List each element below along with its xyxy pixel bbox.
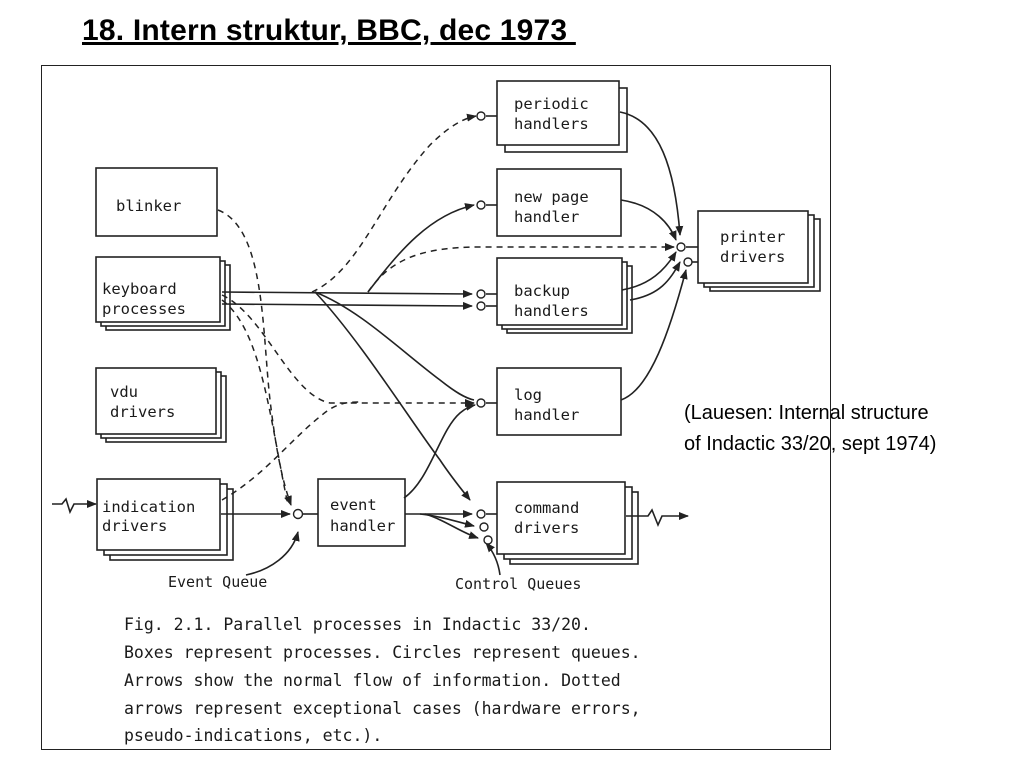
box-event-handler: event handler xyxy=(317,478,406,547)
label-event-queue: Event Queue xyxy=(168,573,267,591)
svg-text:drivers: drivers xyxy=(110,403,175,421)
box-indication-drivers: indication drivers xyxy=(96,478,221,551)
side-note-line-2: of Indactic 33/20, sept 1974) xyxy=(684,433,937,455)
solid-arrows xyxy=(52,111,698,576)
svg-text:drivers: drivers xyxy=(102,517,167,535)
svg-text:handler: handler xyxy=(514,208,579,226)
queue-circles xyxy=(292,111,693,545)
figure-frame xyxy=(41,65,831,750)
svg-text:event: event xyxy=(330,496,377,514)
event-queue-circle xyxy=(292,508,304,520)
slide-title: 18. Intern struktur, BBC, dec 1973 xyxy=(82,14,576,47)
svg-text:Arrows show the normal flow of: Arrows show the normal flow of informati… xyxy=(124,671,621,690)
svg-text:periodic: periodic xyxy=(514,95,589,113)
svg-text:new page: new page xyxy=(514,188,589,206)
svg-text:log: log xyxy=(514,386,542,404)
svg-text:indication: indication xyxy=(102,498,195,516)
box-printer-drivers: printer drivers xyxy=(697,210,809,284)
svg-text:keyboard: keyboard xyxy=(102,280,177,298)
label-control-queues: Control Queues xyxy=(455,575,581,593)
svg-text:pseudo-indications, etc.).: pseudo-indications, etc.). xyxy=(124,726,382,745)
box-blinker: blinker xyxy=(95,167,218,237)
box-periodic-handlers: periodic handlers xyxy=(496,80,620,146)
svg-text:handlers: handlers xyxy=(514,302,589,320)
box-keyboard-processes: keyboard processes xyxy=(95,256,221,323)
svg-text:handlers: handlers xyxy=(514,115,589,133)
svg-text:Fig. 2.1. Parallel processes i: Fig. 2.1. Parallel processes in Indactic… xyxy=(124,615,591,634)
svg-text:handler: handler xyxy=(514,406,579,424)
side-note-line-1: (Lauesen: Internal structure xyxy=(684,402,929,424)
svg-text:command: command xyxy=(514,499,579,517)
svg-text:processes: processes xyxy=(102,300,186,318)
box-backup-handlers: backup handlers xyxy=(496,257,623,326)
svg-text:arrows represent exceptional c: arrows represent exceptional cases (hard… xyxy=(124,699,641,718)
box-new-page-handler: new page handler xyxy=(496,168,622,237)
svg-text:blinker: blinker xyxy=(116,197,181,215)
svg-text:printer: printer xyxy=(720,228,785,246)
box-vdu-drivers: vdu drivers xyxy=(95,367,217,435)
svg-text:handler: handler xyxy=(330,517,395,535)
svg-text:drivers: drivers xyxy=(720,248,785,266)
svg-text:Boxes represent processes. Cir: Boxes represent processes. Circles repre… xyxy=(124,643,641,662)
figure-caption: Fig. 2.1. Parallel processes in Indactic… xyxy=(124,615,641,745)
box-log-handler: log handler xyxy=(496,367,622,436)
svg-text:vdu: vdu xyxy=(110,383,138,401)
side-note: (Lauesen: Internal structure of Indactic… xyxy=(684,398,1014,460)
svg-text:backup: backup xyxy=(514,282,570,300)
svg-text:drivers: drivers xyxy=(514,519,579,537)
box-command-drivers: command drivers xyxy=(496,481,626,555)
